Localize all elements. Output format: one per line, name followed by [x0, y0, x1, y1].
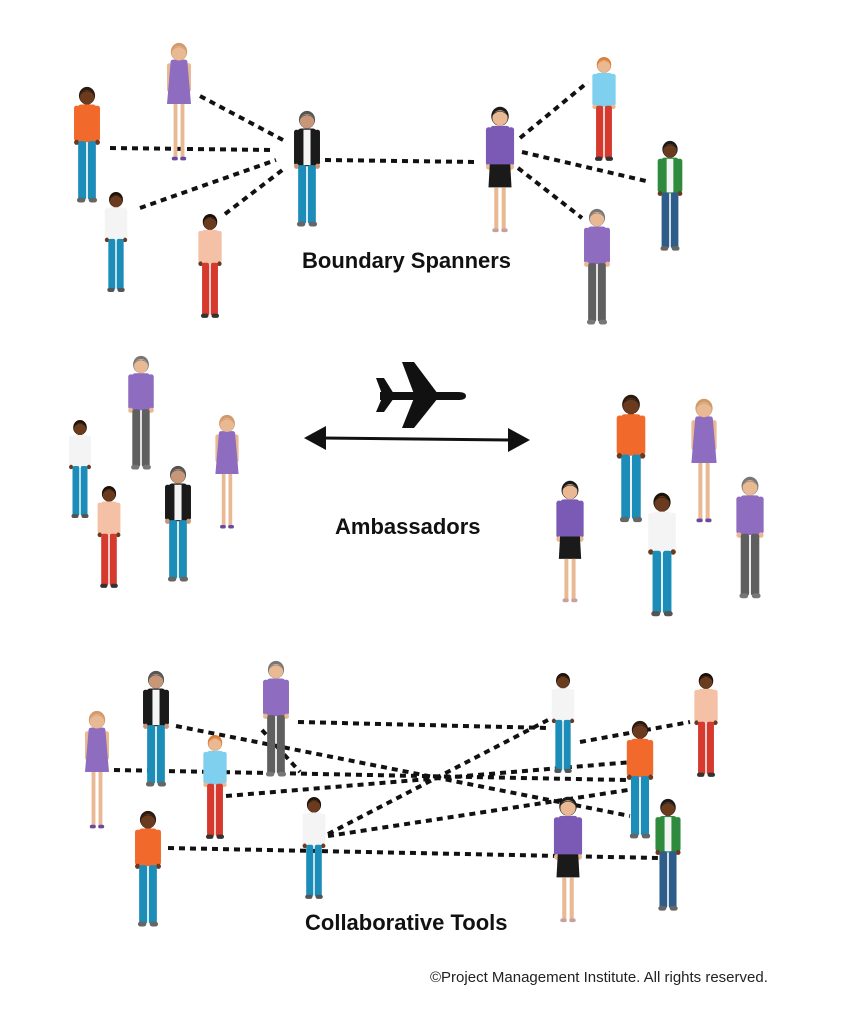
connection-line [521, 150, 651, 184]
connection-line [109, 146, 273, 152]
connection-line [113, 768, 627, 782]
person-figure [556, 480, 584, 603]
person-figure [143, 670, 169, 787]
person-figure [657, 140, 683, 251]
person-figure [584, 208, 610, 325]
person-figure [294, 110, 320, 227]
connection-line [324, 158, 479, 164]
person-figure [694, 672, 718, 777]
person-figure [198, 213, 222, 318]
person-figure [626, 720, 654, 839]
copyright-notice: ©Project Management Institute. All right… [430, 969, 768, 986]
person-figure [592, 56, 616, 161]
collaborative-tools-label: Collaborative Tools [305, 910, 508, 935]
double-headed-arrow [304, 426, 530, 452]
connection-line [199, 94, 284, 142]
person-figure [135, 810, 161, 927]
person-figure [263, 660, 289, 777]
connection-line [297, 720, 549, 730]
person-figure [736, 476, 764, 599]
person-figure [74, 86, 100, 203]
connection-line [175, 724, 631, 818]
connection-line [327, 718, 549, 836]
person-figure [551, 673, 575, 773]
person-figure [553, 796, 583, 923]
person-figure [97, 485, 121, 588]
person-figure [485, 106, 515, 233]
person-figure [302, 796, 326, 899]
person-figure [167, 42, 191, 161]
boundary-spanners-label: Boundary Spanners [302, 248, 512, 273]
ambassadors-label: Ambassadors [335, 514, 481, 539]
connection-line [260, 728, 302, 774]
person-figure [128, 355, 154, 470]
person-figure [648, 492, 676, 617]
airplane-icon [376, 362, 466, 428]
person-figure [69, 420, 92, 518]
person-figure [215, 414, 239, 529]
connection-line [223, 166, 287, 216]
connection-line [167, 846, 661, 860]
connection-line [225, 760, 633, 798]
person-figure [85, 710, 109, 829]
person-figure [655, 798, 681, 911]
connection-line [139, 158, 277, 210]
connection-line [327, 788, 629, 838]
connection-line [516, 166, 584, 220]
person-figure [104, 192, 128, 292]
person-figure [165, 465, 191, 582]
connection-line [518, 80, 590, 140]
person-figure [203, 734, 227, 839]
person-figure [616, 394, 646, 523]
person-figure [691, 398, 717, 523]
